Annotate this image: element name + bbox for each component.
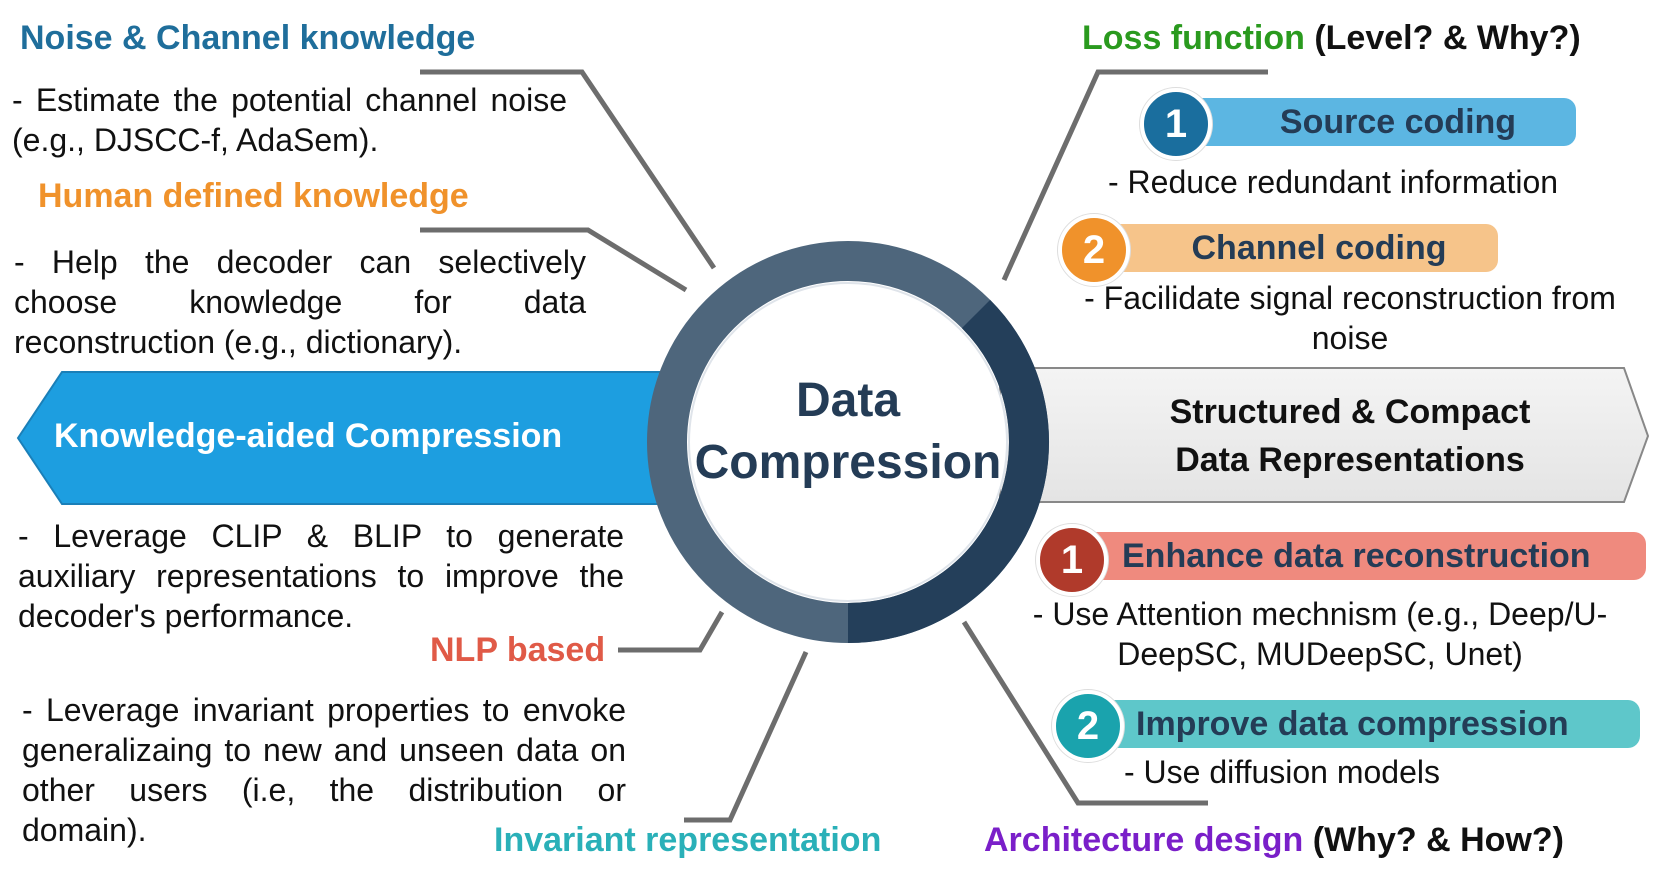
nlp-title: NLP based (430, 631, 606, 669)
center-title-line2: Compression (694, 436, 1002, 489)
invariant-desc: - Leverage invariant properties to envok… (22, 692, 626, 848)
noise-channel-title: Noise & Channel knowledge (20, 19, 476, 57)
channel-coding-number: 2 (1058, 214, 1130, 286)
enhance-reconstruction-number: 1 (1036, 524, 1108, 596)
channel-coding-desc: - Facilidate signal reconstruction from … (1084, 280, 1616, 356)
structured-label-line1: Structured & Compact (1169, 393, 1531, 431)
connector-invariant (684, 650, 809, 823)
connector-human (420, 227, 688, 293)
enhance-reconstruction-desc: - Use Attention mechnism (e.g., Deep/U-D… (1032, 596, 1608, 672)
improve-compression-desc: - Use diffusion models (1124, 754, 1440, 790)
enhance-reconstruction-pill: Enhance data reconstruction (1086, 532, 1646, 580)
improve-compression-number: 2 (1052, 690, 1124, 762)
source-coding-number: 1 (1140, 88, 1212, 160)
source-coding-pill: Source coding (1190, 98, 1576, 146)
connector-arch (961, 620, 1208, 806)
channel-coding-pill: Channel coding (1110, 224, 1498, 272)
center-title-line1: Data (795, 374, 901, 427)
source-coding-label: Source coding (1279, 102, 1517, 141)
loss-function-title-colored: Loss function (1082, 19, 1305, 57)
connector-lines (420, 69, 1268, 823)
architecture-design-title-rest: (Why? & How?) (1303, 821, 1564, 859)
connector-nlp (618, 610, 725, 653)
improve-compression-label: Improve data compression (1136, 704, 1569, 743)
structured-representation-label: Structured & Compact Data Representation… (1080, 388, 1620, 484)
clip-blip-desc: - Leverage CLIP & BLIP to generate auxil… (18, 518, 624, 634)
loss-function-title-rest: (Level? & Why?) (1304, 19, 1581, 57)
connector-loss (1001, 69, 1268, 282)
human-defined-title: Human defined knowledge (38, 177, 469, 215)
noise-channel-desc: - Estimate the potential channel noise (… (12, 82, 567, 158)
invariant-title: Invariant representation (494, 821, 882, 859)
architecture-design-title: Architecture design (Why? & How?) (984, 820, 1564, 861)
center-title: Data Compression (688, 370, 1008, 494)
architecture-design-title-colored: Architecture design (984, 821, 1304, 859)
improve-compression-pill: Improve data compression (1110, 700, 1640, 748)
knowledge-aided-label: Knowledge-aided Compression (54, 417, 563, 455)
ring-inner (688, 282, 1008, 602)
human-defined-desc: - Help the decoder can selectively choos… (14, 244, 586, 360)
source-coding-desc: - Reduce redundant information (1108, 164, 1559, 200)
enhance-reconstruction-label: Enhance data reconstruction (1122, 536, 1591, 575)
channel-coding-label: Channel coding (1191, 228, 1447, 267)
connector-noise (420, 69, 717, 270)
loss-function-title: Loss function (Level? & Why?) (1082, 18, 1581, 59)
ring-dark-arc (847, 299, 1050, 643)
structured-label-line2: Data Representations (1175, 441, 1525, 479)
